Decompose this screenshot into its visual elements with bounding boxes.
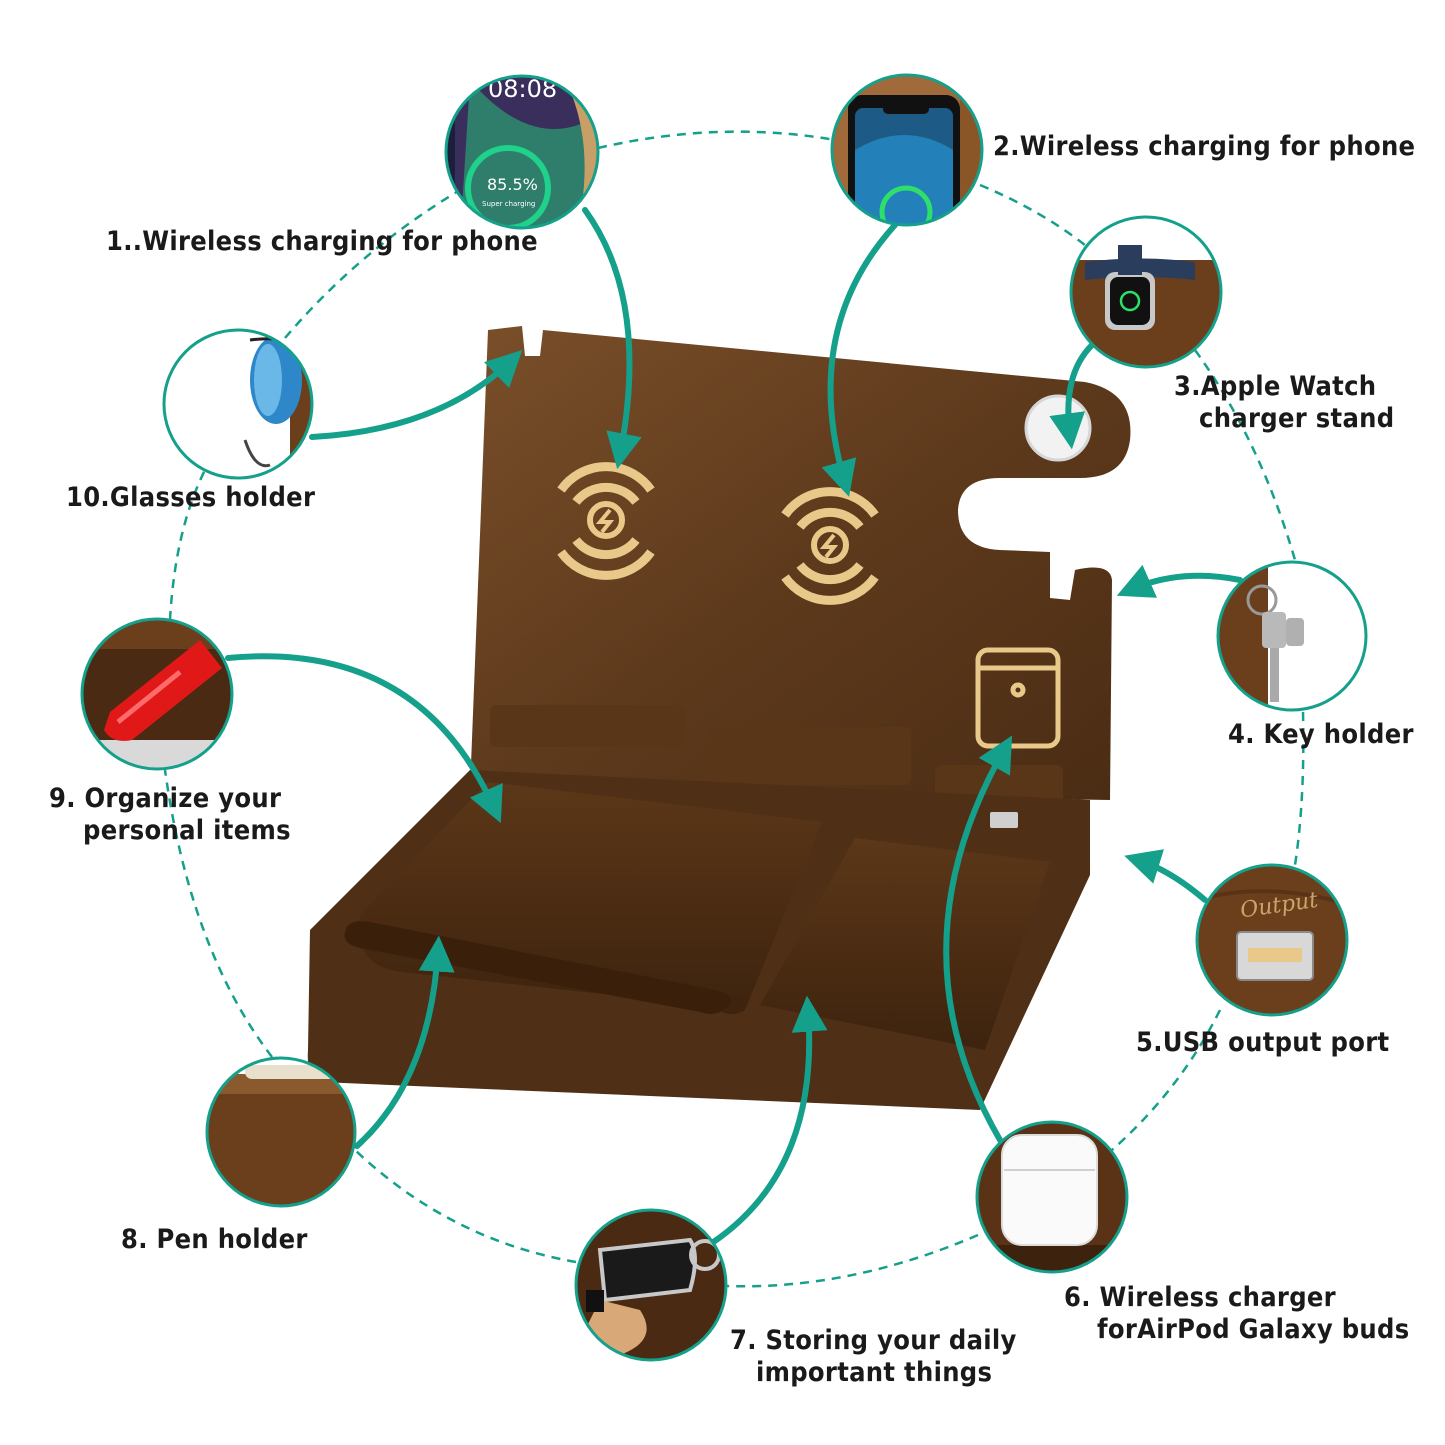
label-6: 6. Wireless charger forAirPod Galaxy bud… xyxy=(1064,1282,1409,1346)
label-5: 5.USB output port xyxy=(1136,1027,1390,1058)
wireless-inlay-icon xyxy=(557,462,655,580)
feature-circle-10 xyxy=(162,328,314,480)
airpods-inlay-icon xyxy=(975,647,1061,749)
arrow-8 xyxy=(354,935,455,1149)
label-7-line-2: important things xyxy=(756,1357,993,1388)
label-6-line-1: 6. Wireless charger xyxy=(1064,1282,1336,1313)
feature-circle-5: Output xyxy=(1195,863,1349,1017)
label-2: 2.Wireless charging for phone xyxy=(993,131,1416,162)
arrows xyxy=(225,207,1243,1246)
label-10: 10.Glasses holder xyxy=(66,482,316,513)
feature-circle-4 xyxy=(1216,560,1368,712)
feature-circle-2 xyxy=(830,73,984,227)
label-3-line-2: charger stand xyxy=(1199,403,1395,434)
label-7: 7. Storing your daily important things xyxy=(730,1325,1017,1389)
phone-ledge xyxy=(706,727,911,785)
arrow-4 xyxy=(1116,564,1243,598)
phone-status: Super charging xyxy=(482,200,535,208)
label-3-line-1: 3.Apple Watch xyxy=(1174,371,1377,402)
arrow-9 xyxy=(225,653,503,824)
label-9-line-1: 9. Organize your xyxy=(49,783,282,814)
label-7-line-1: 7. Storing your daily xyxy=(730,1325,1017,1356)
feature-circle-6 xyxy=(975,1120,1129,1274)
label-3: 3.Apple Watch charger stand xyxy=(1174,371,1394,435)
dashed-ring xyxy=(163,130,1305,1288)
feature-circle-8 xyxy=(205,1056,357,1208)
phone-battery: 85.5% xyxy=(487,175,538,194)
label-9: 9. Organize your personal items xyxy=(49,783,291,847)
arrow-5 xyxy=(1124,849,1208,903)
watch-charger-puck xyxy=(1024,394,1092,462)
feature-circle-9 xyxy=(80,617,234,771)
arrow-2 xyxy=(821,222,898,497)
feature-circle-3 xyxy=(1069,215,1223,369)
label-6-line-2: forAirPod Galaxy buds xyxy=(1097,1314,1410,1345)
arrow-10 xyxy=(309,349,523,440)
label-4: 4. Key holder xyxy=(1228,719,1414,750)
arrow-3 xyxy=(1049,342,1095,450)
phone-ledge xyxy=(490,705,685,747)
tray-compartment-small xyxy=(760,838,1050,1050)
label-8: 8. Pen holder xyxy=(121,1224,308,1255)
label-1: 1..Wireless charging for phone xyxy=(106,226,538,257)
feature-circle-7 xyxy=(574,1208,728,1362)
arrow-6 xyxy=(943,735,1013,1143)
arrow-7 xyxy=(709,995,828,1246)
arrow-1 xyxy=(582,207,642,470)
label-9-line-2: personal items xyxy=(83,815,291,846)
usb-port xyxy=(990,812,1018,828)
feature-circle-1: 08:08 85.5% Super charging xyxy=(444,74,600,230)
